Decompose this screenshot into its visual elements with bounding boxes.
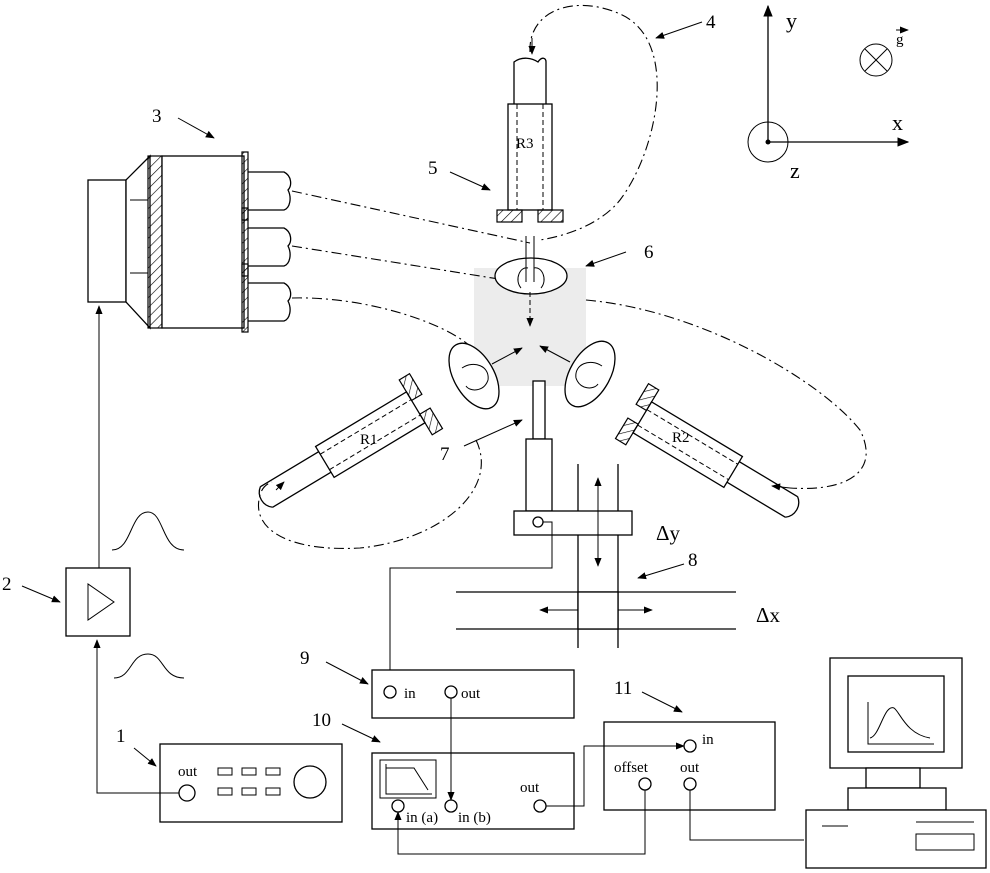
reservoir-r3 (496, 57, 564, 223)
gravity-into-page-icon (859, 43, 893, 77)
wire-generator-amp (93, 639, 179, 794)
arrow-left-ring (491, 347, 523, 365)
filter-box-10 (371, 752, 575, 830)
axis-z-label: z (790, 158, 800, 183)
supply-line-r3 (529, 5, 658, 241)
generator-out-label: out (178, 764, 198, 780)
r2-label: R2 (672, 430, 690, 446)
traverse-stage (456, 464, 736, 648)
box10-in-b-jack (444, 799, 458, 813)
box11-offset-jack (638, 777, 652, 791)
lowpass-filter-icon (379, 759, 437, 799)
leader-1 (133, 747, 157, 767)
dy-label: Δy (656, 521, 681, 545)
supply-arrow-r1 (275, 481, 285, 491)
gravity-label: g (896, 32, 904, 48)
axis-y-label: y (786, 8, 797, 33)
supply-line-r1 (258, 439, 482, 550)
callout-10: 10 (312, 710, 331, 731)
leader-10 (341, 723, 381, 743)
callout-1: 1 (116, 726, 126, 747)
callout-4: 4 (706, 12, 716, 33)
function-generator (159, 743, 343, 823)
box9-out-label: out (461, 686, 481, 702)
box9-in-jack (383, 685, 397, 699)
arrow-right-ring (539, 345, 571, 363)
amplifier (65, 567, 131, 637)
camera-fibre-upper (248, 171, 292, 211)
optical-path-lower (291, 297, 471, 347)
callout-6: 6 (644, 242, 654, 263)
camera-fibre-lower (248, 282, 292, 322)
leader-2 (21, 585, 61, 603)
box11-in-jack (683, 739, 697, 753)
coordinate-system (747, 4, 910, 163)
vortex-ring-left (448, 342, 500, 410)
axis-x-label: x (892, 110, 903, 135)
callout-5: 5 (428, 158, 438, 179)
box10-out-label: out (520, 780, 540, 796)
camera-fibre-middle (248, 227, 292, 267)
callout-3: 3 (152, 106, 162, 127)
r1-label: R1 (360, 432, 378, 448)
box11-out-label: out (680, 760, 700, 776)
dx-label: Δx (756, 603, 781, 627)
pulse-input (113, 653, 185, 679)
pulse-amplified (111, 511, 185, 551)
vortex-ring-top (494, 256, 568, 295)
leader-5 (449, 171, 491, 191)
reservoir-r2 (614, 382, 800, 518)
callout-7: 7 (440, 444, 450, 465)
leader-6 (585, 251, 627, 267)
box9-out-jack (444, 685, 458, 699)
leader-3 (177, 117, 215, 139)
camera (87, 151, 292, 333)
box9-in-label: in (404, 686, 416, 702)
optical-path-middle (291, 245, 506, 281)
r3-label: R3 (516, 136, 534, 152)
amplifier-box-9 (371, 669, 575, 719)
box10-out-jack (533, 799, 547, 813)
wire-offset-10ina (394, 790, 646, 855)
leader-9 (325, 661, 369, 685)
callout-2: 2 (2, 574, 12, 595)
optical-path-upper (291, 190, 531, 244)
probe (525, 380, 553, 512)
leader-8 (637, 563, 685, 580)
wire-11out-pc (689, 790, 804, 841)
box10-in-a-jack (391, 799, 405, 813)
box10-in-b-label: in (b) (458, 810, 491, 826)
box11-offset-label: offset (614, 760, 649, 776)
leader-4 (655, 21, 703, 39)
leader-7 (463, 419, 523, 447)
probe-cable (389, 521, 553, 686)
callout-9: 9 (300, 648, 310, 669)
supply-arrow-r2 (771, 483, 791, 491)
callout-11: 11 (614, 678, 632, 699)
box11-in-label: in (702, 732, 714, 748)
generator-out-jack (178, 784, 196, 802)
computer (805, 657, 987, 869)
reservoir-r1 (258, 372, 444, 508)
wire-10out-11in (546, 742, 685, 807)
supply-line-r2 (585, 299, 867, 490)
box11-out-jack (683, 777, 697, 791)
leader-11 (641, 691, 683, 713)
box10-in-a-label: in (a) (406, 810, 438, 826)
vortex-ring-right (564, 340, 616, 408)
callout-8: 8 (688, 550, 698, 571)
